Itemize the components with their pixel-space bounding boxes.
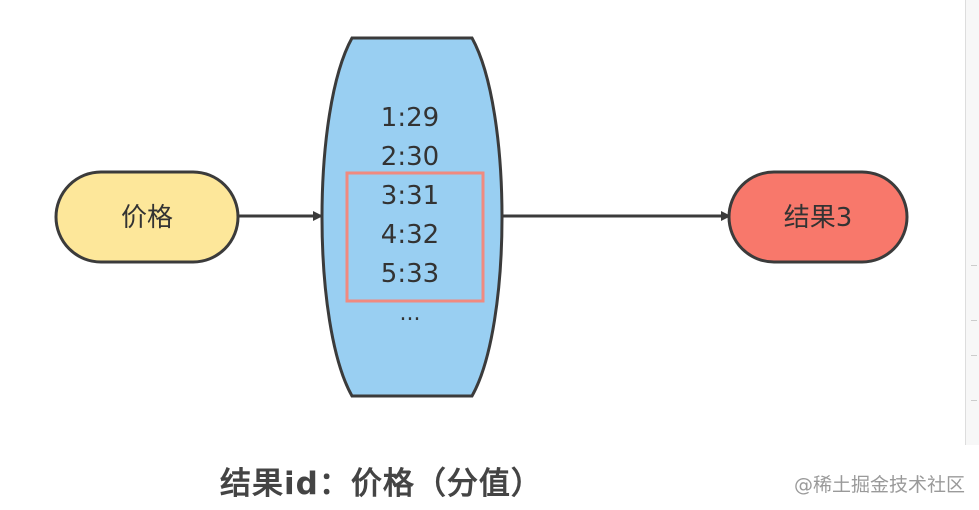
site-watermark: @稀土掘金技术社区 xyxy=(793,474,965,496)
store-row: 4:32 xyxy=(381,220,439,250)
store-node xyxy=(320,36,504,398)
store-row: 2:30 xyxy=(381,142,439,172)
output-node xyxy=(727,170,909,264)
side-panel-edge xyxy=(965,0,979,445)
selection-highlight xyxy=(345,171,485,303)
input-node xyxy=(54,170,240,264)
store-row: 5:33 xyxy=(381,259,439,289)
store-row: 3:31 xyxy=(381,181,439,211)
diagram-caption: 结果id：价格（分值） xyxy=(220,466,543,502)
output-node-label: 结果3 xyxy=(784,203,853,233)
input-node-label: 价格 xyxy=(121,203,173,233)
store-row: 1:29 xyxy=(381,103,439,133)
store-ellipsis: ... xyxy=(400,301,421,326)
